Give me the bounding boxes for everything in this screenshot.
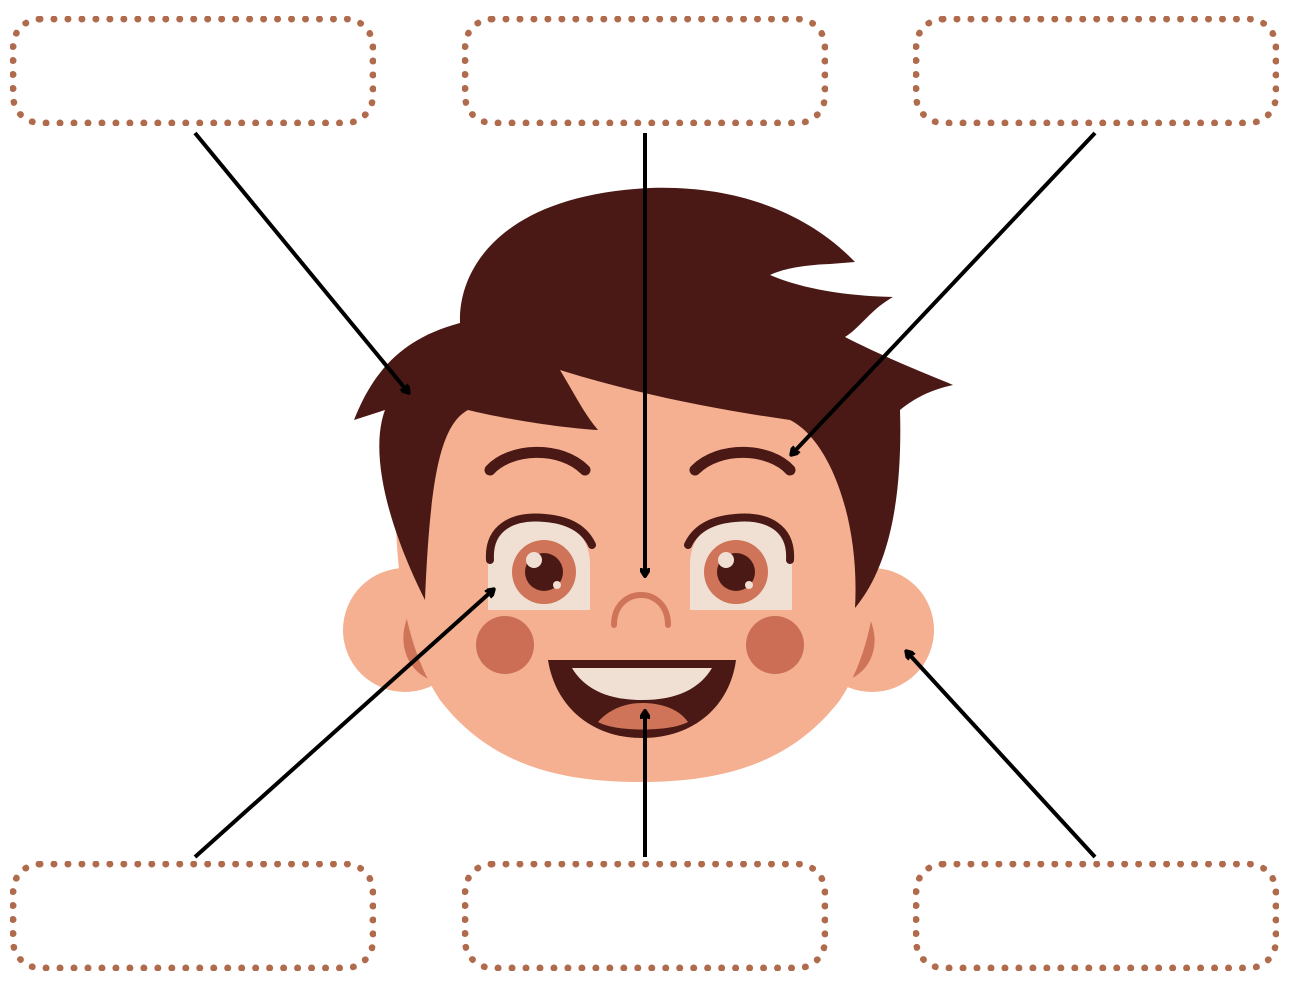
label-box-nose[interactable] — [462, 16, 828, 126]
left-eye — [488, 518, 592, 610]
arrow-ear — [907, 652, 1095, 857]
label-box-eye[interactable] — [10, 861, 376, 971]
label-input-mouth[interactable] — [485, 886, 806, 946]
label-box-mouth[interactable] — [462, 861, 828, 971]
label-box-eyebrow[interactable] — [913, 16, 1279, 126]
label-input-nose[interactable] — [485, 41, 806, 101]
boy-face-icon — [343, 188, 953, 782]
label-input-hair[interactable] — [33, 41, 354, 101]
label-input-eye[interactable] — [33, 886, 354, 946]
left-cheek — [476, 616, 534, 674]
label-input-eyebrow[interactable] — [936, 41, 1257, 101]
label-box-ear[interactable] — [913, 861, 1279, 971]
right-eye — [688, 518, 792, 610]
label-box-hair[interactable] — [10, 16, 376, 126]
label-input-ear[interactable] — [936, 886, 1257, 946]
arrows — [195, 133, 1095, 857]
arrow-hair — [195, 133, 408, 392]
right-cheek — [746, 616, 804, 674]
